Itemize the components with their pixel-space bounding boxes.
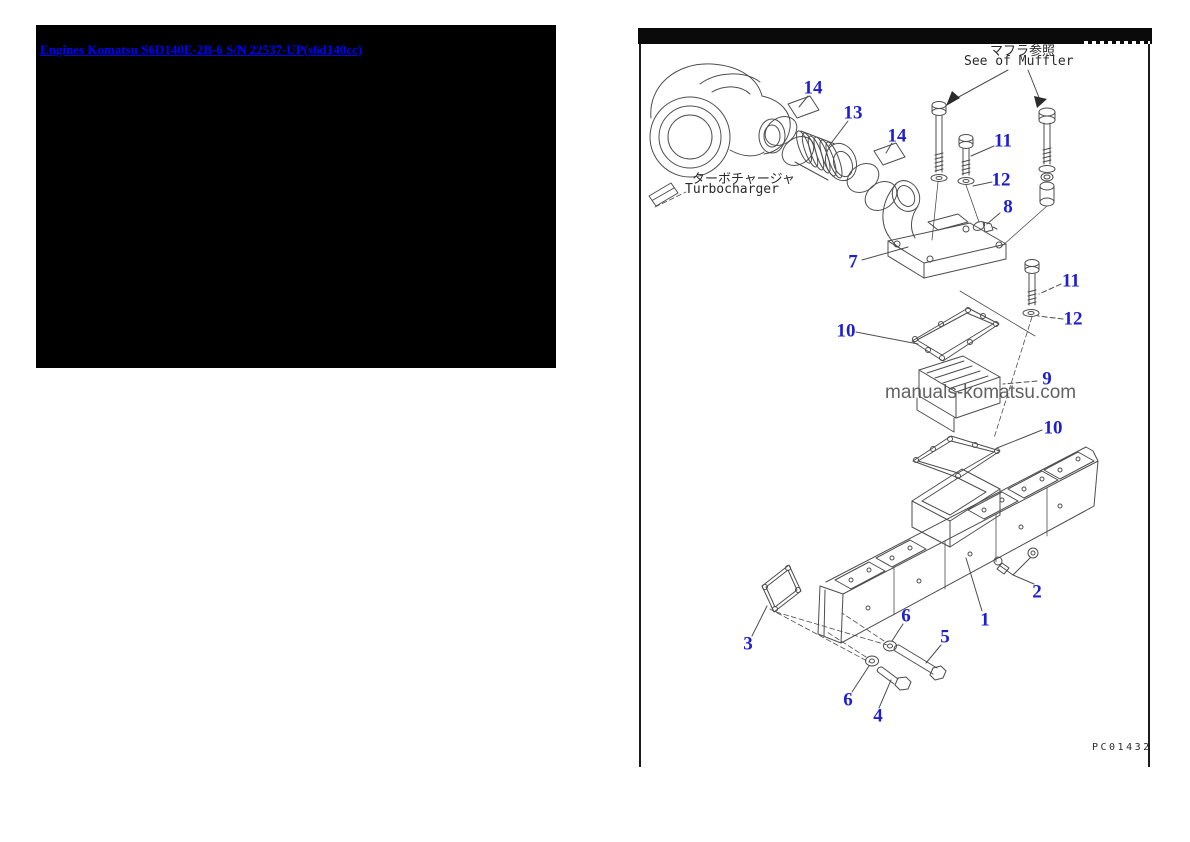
washer-drawing-6-lower: [826, 631, 879, 667]
connector-drawing-9: [916, 355, 1001, 433]
callout-8[interactable]: 8: [1003, 196, 1013, 218]
gasket-drawing-10-upper: [911, 307, 1000, 362]
exploded-view-drawing: [648, 63, 1099, 709]
o-rings-14b: [846, 163, 898, 211]
diagram-top-bar: [638, 28, 1152, 44]
callout-13[interactable]: 13: [843, 102, 863, 124]
turbocharger-label-jp: ターボチャージャ: [692, 172, 795, 187]
turbocharger-label-en: Turbocharger: [685, 182, 779, 197]
callout-6[interactable]: 6: [843, 689, 853, 711]
callout-5[interactable]: 5: [940, 626, 950, 648]
callout-9[interactable]: 9: [1042, 368, 1052, 390]
bellows-connector-13: [794, 130, 858, 182]
bolt-drawing-11-upper: [957, 134, 980, 223]
callout-12[interactable]: 12: [1063, 308, 1083, 330]
callout-3[interactable]: 3: [743, 633, 753, 655]
callout-10[interactable]: 10: [836, 320, 856, 342]
gasket-drawing-10-lower: [912, 435, 1001, 479]
callout-leader-lines: [751, 95, 1064, 709]
bolt-drawing-4: [876, 666, 912, 691]
washer-drawing-6-upper: [841, 612, 897, 652]
turbocharger-drawing: [648, 63, 791, 208]
callout-11[interactable]: 11: [994, 130, 1012, 152]
plate-drawing-3: [761, 564, 888, 663]
muffler-ref-label-en: See of Muffler: [964, 54, 1074, 69]
plug-drawing-2: [993, 547, 1039, 575]
callout-6[interactable]: 6: [901, 605, 911, 627]
diagram-right-border: [1148, 44, 1150, 767]
callout-14[interactable]: 14: [803, 77, 823, 99]
watermark-text: manuals-komatsu.com: [885, 382, 1077, 403]
manifold-drawing-1: [817, 446, 1099, 644]
callout-12[interactable]: 12: [991, 169, 1011, 191]
callout-1[interactable]: 1: [980, 609, 990, 631]
muffler-ref-label-jp: マフラ参照: [990, 44, 1056, 59]
drawing-code: PC01432: [1092, 742, 1152, 753]
diagram-left-border: [639, 44, 641, 767]
callout-10[interactable]: 10: [1043, 417, 1063, 439]
callout-14[interactable]: 14: [887, 125, 907, 147]
header-panel: Engines Komatsu S6D140E-2B-6 S/N 22537-U…: [36, 25, 556, 368]
top-bar-dashes: [1084, 41, 1150, 44]
clamp-drawing-14a: [787, 95, 820, 119]
callout-2[interactable]: 2: [1032, 581, 1042, 603]
bolt-drawing-top-left: [930, 101, 948, 241]
callout-7[interactable]: 7: [848, 251, 858, 273]
clamp-drawing-14b: [873, 142, 906, 166]
engine-model-link[interactable]: Engines Komatsu S6D140E-2B-6 S/N 22537-U…: [40, 42, 363, 57]
callout-11[interactable]: 11: [1062, 270, 1080, 292]
muffler-ref-arrows: [946, 69, 1047, 108]
bolt-drawing-11-lower: [993, 259, 1040, 439]
elbow-drawing-7: [882, 180, 1036, 337]
stud-drawing-5: [893, 644, 947, 681]
callout-4[interactable]: 4: [873, 705, 883, 727]
bolt-drawing-top-right: [1000, 107, 1056, 248]
